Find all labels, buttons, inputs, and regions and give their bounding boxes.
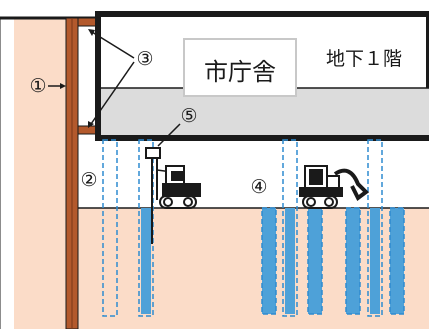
building-name-box [183, 38, 297, 97]
callout-3: ③ [136, 48, 153, 70]
floor-label: 地下１階 [326, 48, 402, 70]
building-name: 市庁舎 [204, 58, 276, 86]
piles [141, 208, 404, 314]
soil-left [14, 18, 66, 329]
callout-4: ④ [250, 176, 267, 198]
callout-2: ② [80, 169, 97, 191]
callout-1: ① [29, 75, 46, 97]
pile-driver [145, 147, 201, 244]
excavator [299, 165, 370, 209]
pile-outlines [102, 139, 383, 317]
callout-5: ⑤ [180, 105, 197, 127]
